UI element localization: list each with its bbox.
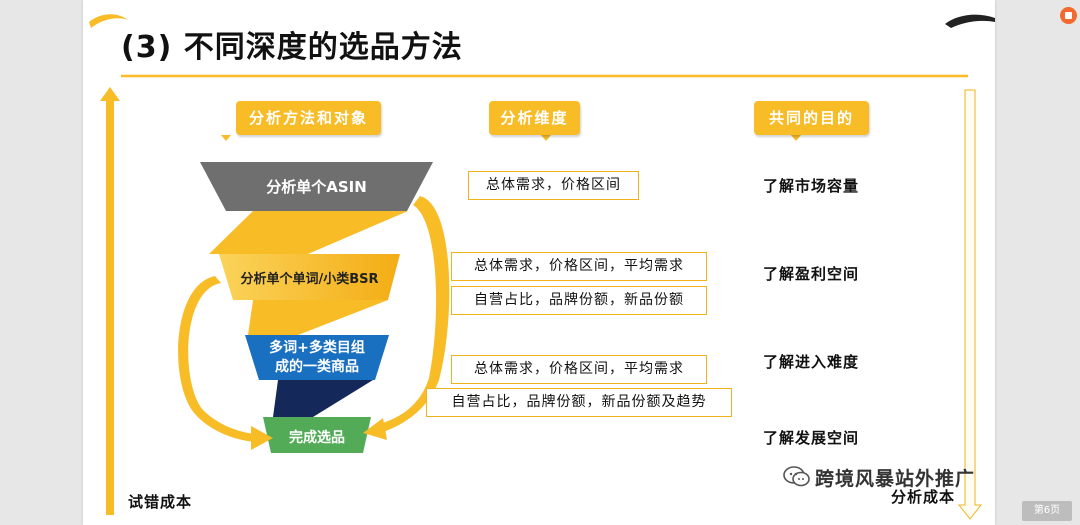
slide-canvas: (3) 不同深度的选品方法 分析方法和对象 分析维度 共同的目的 分析单个ASI… — [83, 0, 995, 525]
watermark-text: 跨境风暴站外推广 — [815, 468, 976, 490]
header-method: 分析方法和对象 — [236, 101, 381, 135]
purpose-3: 了解进入难度 — [763, 353, 860, 371]
funnel-connector-3 — [273, 380, 373, 417]
funnel-connector-1 — [209, 211, 408, 254]
slide-title: (3) 不同深度的选品方法 — [121, 30, 463, 65]
dimension-box-3: 自营占比，品牌份额，新品份额 — [451, 286, 707, 315]
funnel-label-1: 分析单个ASIN — [266, 178, 367, 196]
right-axis-label: 分析成本 — [891, 488, 956, 506]
funnel-level-2 — [219, 254, 400, 300]
funnel-label-4: 完成选品 — [289, 430, 345, 446]
slide-graphics — [89, 14, 995, 520]
curved-arrow-left-head — [251, 426, 273, 450]
funnel-label-3: 多词+多类目组 成的一类商品 — [245, 339, 389, 377]
header-dimension: 分析维度 — [489, 101, 580, 135]
dimension-box-1: 总体需求，价格区间 — [468, 171, 639, 200]
left-axis-label: 试错成本 — [128, 493, 193, 511]
watermark: 跨境风暴站外推广 — [783, 464, 975, 493]
dimension-box-5: 自营占比，品牌份额，新品份额及趋势 — [426, 388, 732, 417]
brush-stroke-left — [89, 14, 128, 28]
dimension-box-4: 总体需求，价格区间，平均需求 — [451, 355, 707, 384]
header-pointer-1 — [221, 135, 231, 141]
funnel-label-2: 分析单个单词/小类BSR — [240, 272, 379, 287]
curved-arrow-left — [178, 276, 255, 442]
curved-arrow-right-head — [363, 418, 387, 440]
funnel-level-4 — [263, 417, 371, 453]
dimension-box-2: 总体需求，价格区间，平均需求 — [451, 252, 707, 281]
page-badge[interactable]: 第6页 — [1022, 501, 1072, 521]
funnel-level-3 — [245, 335, 389, 380]
purpose-1: 了解市场容量 — [763, 177, 860, 195]
wechat-icon — [783, 466, 811, 493]
header-purpose: 共同的目的 — [754, 101, 869, 135]
funnel-level-1 — [200, 162, 433, 211]
funnel-label-3-line1: 多词+多类目组 — [269, 340, 365, 356]
brush-stroke-right — [945, 14, 995, 28]
left-axis-arrow — [100, 87, 120, 515]
purpose-2: 了解盈利空间 — [763, 265, 860, 283]
header-pointer-2 — [541, 135, 551, 141]
curved-arrow-right — [379, 196, 450, 432]
funnel-label-3-line2: 成的一类商品 — [275, 359, 359, 375]
header-pointer-3 — [791, 135, 801, 141]
funnel-connector-2 — [248, 300, 388, 335]
purpose-4: 了解发展空间 — [763, 429, 860, 447]
right-axis-arrow — [957, 89, 983, 520]
record-icon[interactable] — [1060, 7, 1077, 24]
